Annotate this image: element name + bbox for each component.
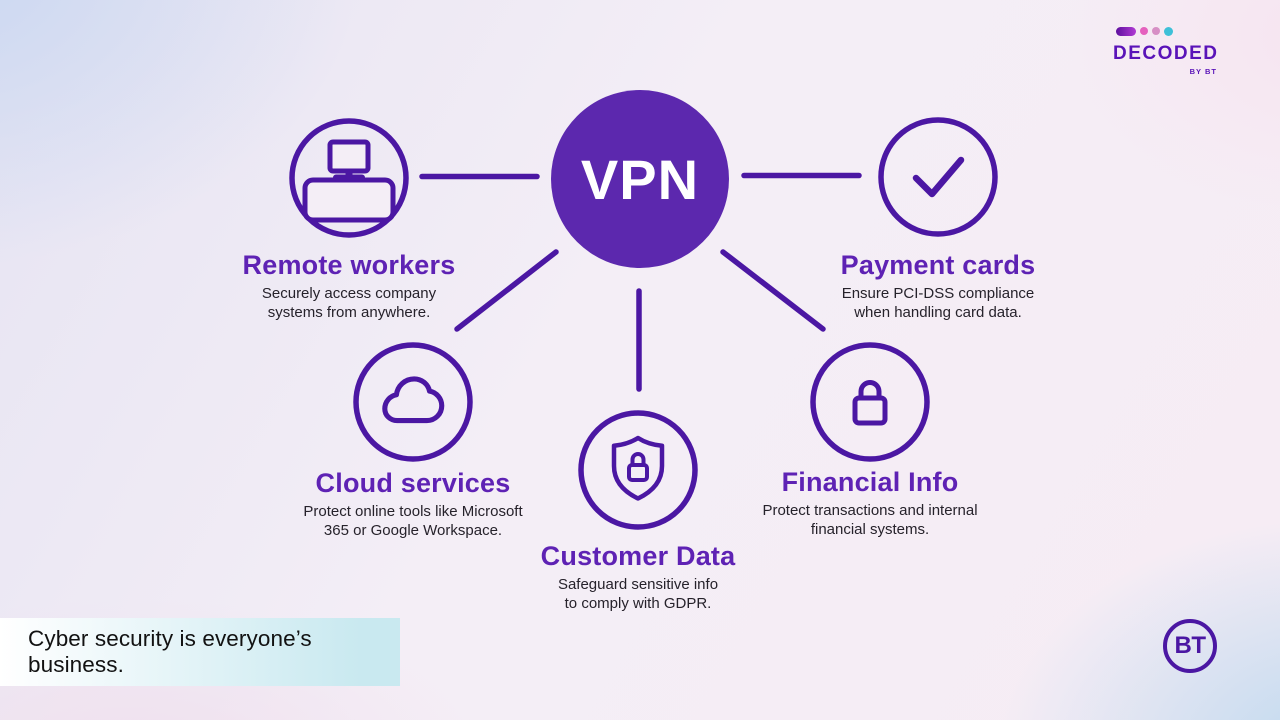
node-title-cloud-services: Cloud services (315, 468, 511, 498)
node-desc-customer-data: Safeguard sensitive info to comply with … (557, 576, 719, 612)
decoded-byline: BY BT (1189, 67, 1217, 76)
node-desc-payment-cards: Ensure PCI-DSS compliance when handling … (841, 285, 1035, 321)
cloud-icon (353, 342, 473, 462)
decoded-dot-pink-icon (1140, 27, 1148, 35)
desk-monitor-icon (289, 118, 409, 238)
node-cloud-services: Cloud services Protect online tools like… (273, 342, 553, 540)
node-customer-data: Customer Data Safeguard sensitive info t… (498, 410, 778, 613)
node-title-customer-data: Customer Data (540, 541, 736, 571)
decoded-wordmark: DECODED (1113, 43, 1219, 64)
padlock-icon (810, 342, 930, 462)
vpn-label: VPN (580, 147, 700, 211)
tagline-text: Cyber security is everyone’s business. (28, 626, 312, 677)
node-desc-cloud-services: Protect online tools like Microsoft 365 … (303, 503, 523, 539)
vpn-center-node: VPN (551, 90, 729, 268)
node-title-financial-info: Financial Info (781, 467, 959, 497)
shield-lock-icon (578, 410, 698, 530)
bt-logo-label: BT (1174, 632, 1207, 659)
node-title-payment-cards: Payment cards (840, 250, 1036, 280)
node-payment-cards: Payment cards Ensure PCI-DSS compliance … (798, 117, 1078, 322)
tagline-banner: Cyber security is everyone’s business. (0, 618, 400, 686)
node-desc-remote-workers: Securely access company systems from any… (261, 285, 437, 321)
node-financial-info: Financial Info Protect transactions and … (730, 342, 1010, 539)
decoded-logo: DECODED BY BT (1113, 26, 1219, 76)
connector-financial-info (720, 249, 826, 332)
decoded-dots-icon (1116, 26, 1219, 36)
checkmark-icon (878, 117, 998, 237)
node-title-remote-workers: Remote workers (242, 250, 456, 280)
decoded-dot-teal-icon (1164, 26, 1173, 36)
connector-cloud-services (454, 249, 559, 332)
node-desc-financial-info: Protect transactions and internal financ… (762, 502, 978, 538)
bt-logo: BT (1163, 619, 1217, 673)
node-remote-workers: Remote workers Securely access company s… (209, 118, 489, 322)
decoded-dot-mauve-icon (1152, 27, 1160, 35)
decoded-pill-icon (1116, 26, 1136, 36)
